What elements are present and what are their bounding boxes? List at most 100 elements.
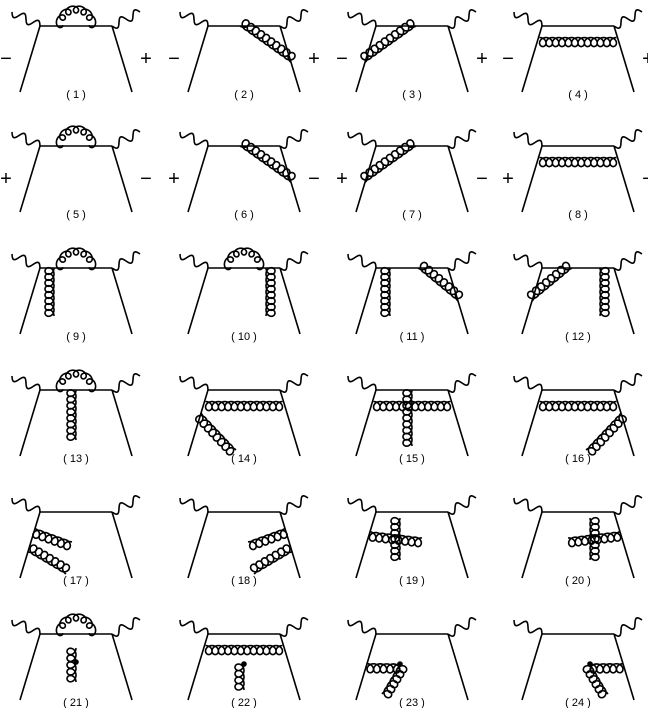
diagram-5: + − ( 5 )	[0, 125, 152, 221]
diagram-label: ( 8 )	[568, 209, 588, 221]
quark-line-left	[19, 267, 41, 335]
quark-line-left	[187, 25, 209, 93]
gluon-loop	[55, 125, 97, 149]
gluon-line	[380, 266, 391, 318]
quark-line-left	[355, 25, 377, 93]
quark-line-left	[187, 145, 209, 213]
quark-line-right	[447, 25, 469, 93]
diagram-23: ( 23 )	[347, 617, 477, 708]
gluon-loop	[55, 613, 97, 637]
gluon-line	[204, 644, 284, 656]
quark-line-left	[19, 389, 41, 457]
diagram-label: ( 22 )	[231, 697, 257, 708]
photon-line	[447, 251, 477, 271]
diagram-4: −+( 4 )	[502, 9, 648, 101]
diagram-label: ( 2 )	[234, 89, 254, 101]
diagram-label: ( 16 )	[565, 453, 591, 465]
helicity-sign-left: −	[168, 48, 180, 70]
helicity-sign-right: −	[140, 168, 152, 190]
gluon-line	[204, 400, 284, 412]
diagram-6: +−( 6 )	[168, 129, 320, 221]
helicity-sign-right: −	[642, 168, 648, 190]
diagram-15: ( 15 )	[347, 373, 477, 465]
quark-line-right	[613, 25, 635, 93]
helicity-sign-right: −	[476, 168, 488, 190]
photon-line	[613, 495, 643, 515]
photon-line	[111, 373, 141, 393]
gluon-loop	[55, 5, 97, 29]
photon-line	[613, 129, 643, 149]
diagram-21: ( 21 )	[11, 613, 141, 708]
gluon-line	[239, 139, 296, 183]
quark-line-left	[521, 25, 543, 93]
diagram-label: ( 19 )	[399, 575, 425, 587]
quark-line-left	[355, 145, 377, 213]
gluon-line	[585, 412, 628, 456]
gluon-line	[538, 156, 618, 168]
photon-line	[447, 495, 477, 515]
helicity-sign-left: +	[0, 168, 12, 190]
gluon-line	[599, 266, 610, 318]
quark-line-left	[355, 267, 377, 335]
gluon-vertex	[397, 661, 403, 667]
quark-line-right	[279, 511, 301, 579]
photon-line	[11, 619, 41, 635]
helicity-sign-left: −	[336, 48, 348, 70]
gluon-line	[360, 139, 417, 183]
diagram-13: ( 13 )	[11, 369, 141, 465]
quark-line-right	[613, 267, 635, 335]
helicity-sign-right: +	[308, 48, 320, 70]
diagram-label: ( 4 )	[568, 89, 588, 101]
quark-line-right	[279, 633, 301, 701]
diagram-18: ( 18 )	[179, 495, 309, 587]
quark-line-left	[187, 511, 209, 579]
quark-line-right	[279, 145, 301, 213]
diagram-label: ( 6 )	[234, 209, 254, 221]
photon-line	[111, 9, 141, 29]
diagram-label: ( 24 )	[565, 697, 591, 708]
photon-line	[11, 131, 41, 147]
helicity-sign-left: −	[502, 48, 514, 70]
helicity-sign-left: −	[0, 48, 12, 70]
quark-line-right	[111, 145, 133, 213]
photon-line	[111, 495, 141, 515]
diagram-11: ( 11 )	[347, 251, 477, 343]
photon-line	[513, 11, 543, 27]
photon-line	[347, 375, 377, 391]
diagram-label: ( 21 )	[63, 697, 89, 708]
quark-line-right	[613, 145, 635, 213]
photon-line	[179, 375, 209, 391]
photon-line	[11, 497, 41, 513]
gluon-line	[234, 663, 245, 691]
photon-line	[111, 129, 141, 149]
quark-line-left	[521, 511, 543, 579]
diagram-19: ( 19 )	[347, 495, 477, 587]
quark-line-right	[111, 389, 133, 457]
photon-line	[179, 619, 209, 635]
diagram-label: ( 5 )	[66, 209, 86, 221]
gluon-line	[194, 412, 237, 456]
quark-line-right	[279, 25, 301, 93]
gluon-loop	[55, 369, 97, 393]
gluon-line	[247, 527, 288, 551]
gluon-line	[265, 266, 276, 318]
photon-line	[513, 375, 543, 391]
diagram-label: ( 12 )	[565, 331, 591, 343]
quark-line-left	[355, 511, 377, 579]
diagram-label: ( 3 )	[402, 89, 422, 101]
gluon-line	[249, 544, 293, 575]
photon-line	[111, 617, 141, 637]
gluon-line	[66, 389, 77, 441]
diagram-label: ( 1 )	[66, 89, 86, 101]
diagram-14: ( 14 )	[179, 373, 309, 465]
quark-line-left	[521, 633, 543, 701]
photon-line	[347, 253, 377, 269]
quark-line-left	[521, 389, 543, 457]
gluon-line	[44, 266, 55, 318]
quark-line-left	[19, 633, 41, 701]
photon-line	[447, 373, 477, 393]
gluon-line	[27, 544, 71, 575]
photon-line	[179, 11, 209, 27]
diagram-22: ( 22 )	[179, 617, 309, 708]
helicity-sign-right: +	[476, 48, 488, 70]
